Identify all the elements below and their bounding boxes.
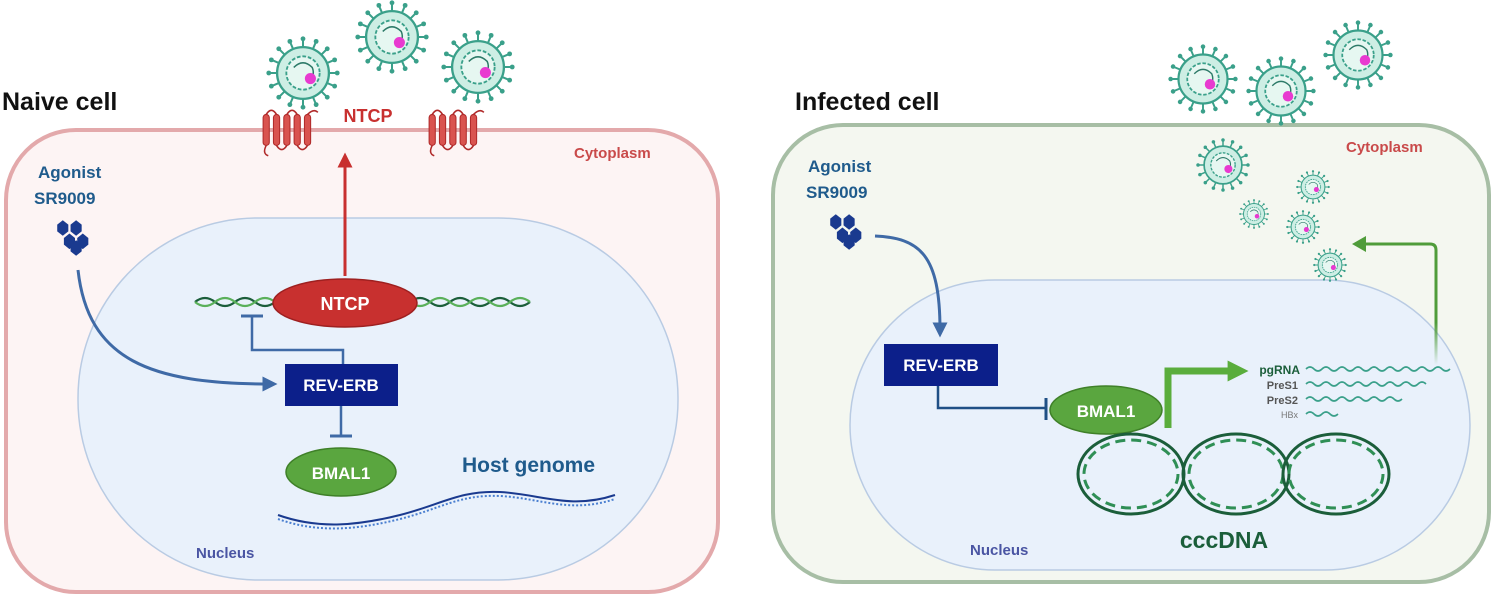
virus-particle-icon (1286, 210, 1320, 244)
infected-agonist-name: SR9009 (806, 183, 867, 202)
virus-particle-icon (1196, 138, 1250, 192)
transcript-wave-pgrna (1305, 366, 1451, 372)
reverb-inhibits-bmal1 (936, 386, 1046, 410)
virus-particle-icon (1323, 20, 1393, 90)
transcript-wave-hbx (1305, 411, 1339, 417)
transcript-wave-pres1 (1305, 381, 1427, 387)
virion-export-arrow (1364, 242, 1438, 365)
naive-agonist-name: SR9009 (34, 189, 95, 208)
naive-title: Naive cell (2, 88, 117, 116)
transcript-wave-pres2 (1305, 396, 1403, 402)
export-arrow-head (1352, 236, 1366, 252)
dna-helix-icon (277, 490, 616, 530)
naive-rev-erb-label: REV-ERB (303, 376, 379, 395)
infected-cell: Infected cell Cytoplasm Nucleus Agonist … (771, 20, 1491, 584)
naive-cytoplasm-label: Cytoplasm (574, 145, 651, 162)
host-genome-label: Host genome (462, 454, 595, 477)
reverb-inhibits-ntcp (250, 316, 345, 364)
virus-particle-icon (1313, 248, 1347, 282)
infected-bmal1-label: BMAL1 (1077, 402, 1136, 421)
cccdna-label: cccDNA (1180, 527, 1268, 553)
cccdna-ring-icon (1076, 432, 1391, 516)
virus-particle-icon (1239, 199, 1269, 229)
dna-helix-icon (194, 296, 531, 308)
naive-agonist-label: Agonist (38, 163, 102, 182)
naive-bmal1-label: BMAL1 (312, 464, 371, 483)
infected-title: Infected cell (795, 88, 940, 116)
naive-bmal1 (285, 447, 397, 497)
infected-nucleus (849, 279, 1471, 571)
agonist-to-reverb-arrow (76, 269, 278, 392)
naive-rev-erb (285, 364, 398, 406)
infected-cytoplasm-label: Cytoplasm (1346, 139, 1423, 156)
infected-bmal1 (1049, 385, 1163, 435)
transcript-label-pres2: PreS2 (1267, 395, 1298, 407)
virus-particle-icon (1246, 56, 1316, 126)
ntcp-receptor-label: NTCP (344, 106, 393, 126)
infected-nucleus-label: Nucleus (970, 542, 1028, 559)
transcript-label-hbx: HBx (1281, 410, 1299, 420)
infected-rev-erb (884, 344, 998, 386)
transcript-label-pgrna: pgRNA (1259, 363, 1300, 377)
infected-agonist-label: Agonist (808, 157, 872, 176)
virus-particle-icon (266, 36, 340, 110)
ntcp-gene-label: NTCP (321, 294, 370, 314)
virus-particle-icon (1168, 44, 1238, 114)
virus-particle-icon (441, 30, 515, 104)
ntcp-gene (272, 278, 418, 328)
agonist-to-reverb-arrow (874, 234, 948, 338)
virus-particle-icon (1296, 170, 1330, 204)
transcription-arrow (1164, 360, 1249, 428)
naive-nucleus-label: Nucleus (196, 545, 254, 562)
transcript-label-pres1: PreS1 (1267, 380, 1298, 392)
infected-rev-erb-label: REV-ERB (903, 356, 979, 375)
naive-cell: Naive cell Cytoplasm Nucleus Agonist SR9… (2, 0, 720, 594)
virus-particle-icon (355, 0, 429, 74)
